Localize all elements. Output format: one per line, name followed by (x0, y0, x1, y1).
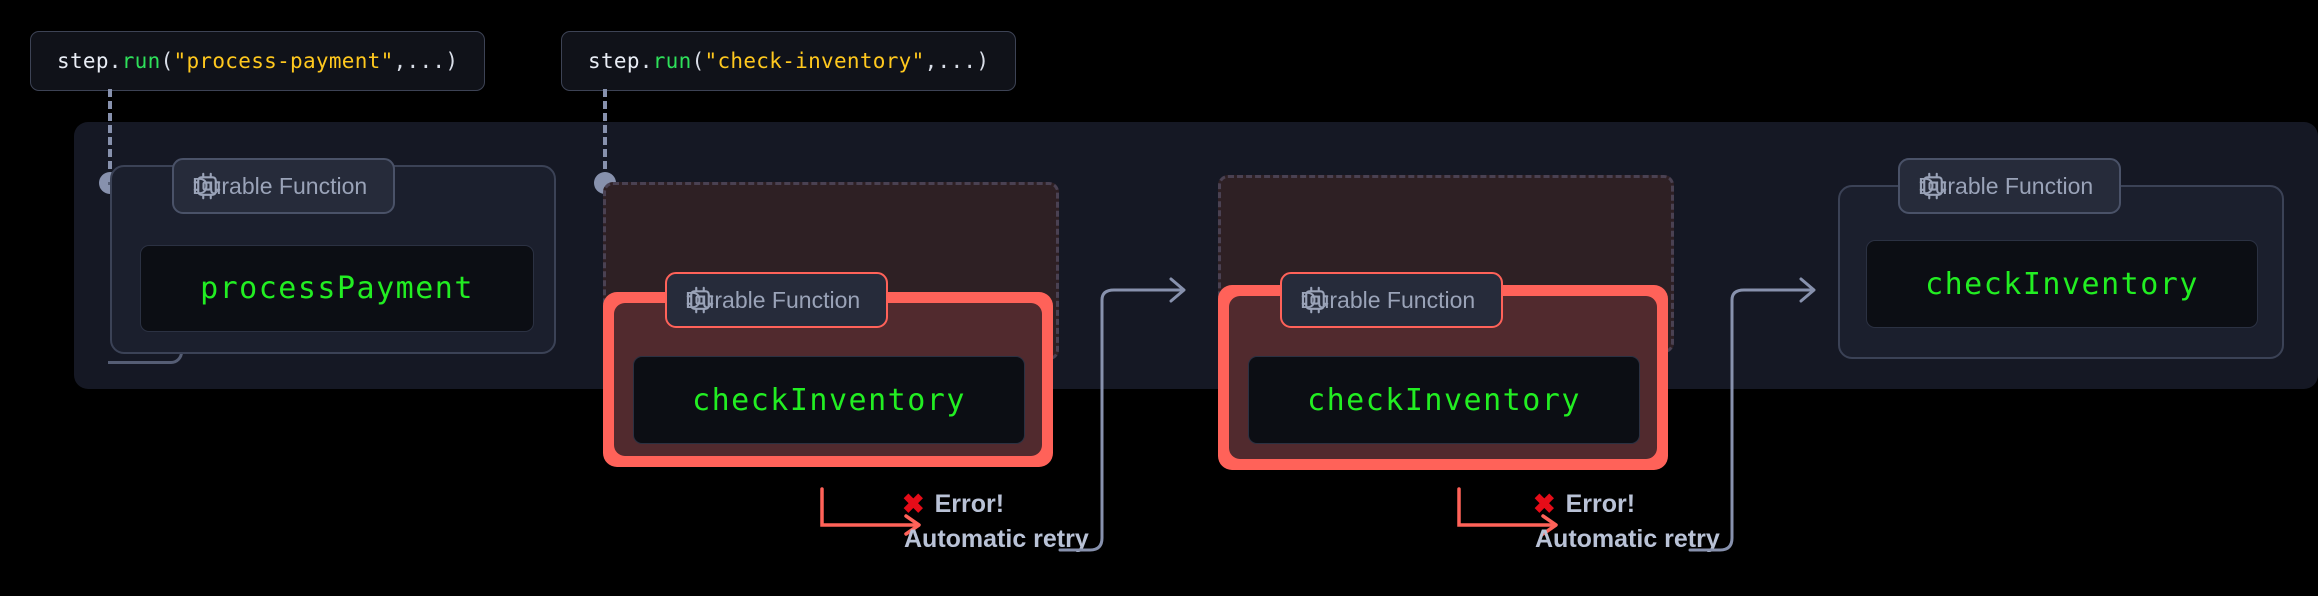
callout-leader-2 (603, 89, 607, 181)
step-3-function-name-box: checkInventory (1248, 356, 1640, 444)
callout-check-inventory: step.run("check-inventory", ...) (561, 31, 1017, 91)
error-x-icon: ✖ (1533, 489, 1556, 519)
step-2-pill-label: Durable Function (685, 286, 861, 313)
step-2-function-name: checkInventory (692, 382, 966, 418)
code-comma: , (924, 49, 938, 73)
step-4-function-name: checkInventory (1925, 266, 2199, 302)
code-close-paren: ) (445, 49, 459, 73)
callout-leader-1 (108, 89, 112, 181)
error-note-2: ✖ Error! Automatic retry (1533, 490, 1720, 554)
error-label: Error! (934, 490, 1005, 518)
code-object: step (57, 49, 109, 73)
step-1-pill: Durable Function (172, 158, 396, 214)
code-open-paren: ( (160, 49, 174, 73)
retry-label: Automatic retry (1535, 525, 1720, 553)
code-comma: , (393, 49, 407, 73)
step-4-function-name-box: checkInventory (1866, 240, 2258, 328)
step-3-pill-label: Durable Function (1300, 286, 1476, 313)
code-argument: "check-inventory" (704, 49, 925, 73)
step-2-pill: Durable Function (665, 272, 889, 328)
code-rest: ... (406, 49, 446, 73)
code-argument: "process-payment" (173, 49, 394, 73)
step-3-pill: Durable Function (1280, 272, 1504, 328)
code-close-paren: ) (976, 49, 990, 73)
error-label: Error! (1565, 490, 1636, 518)
step-4-pill-label: Durable Function (1918, 172, 2094, 199)
code-dot: . (108, 49, 122, 73)
code-dot: . (639, 49, 653, 73)
step-2-function-name-box: checkInventory (633, 356, 1025, 444)
callout-process-payment: step.run("process-payment", ...) (30, 31, 486, 91)
error-note-1: ✖ Error! Automatic retry (902, 490, 1089, 554)
step-4-pill: Durable Function (1898, 158, 2122, 214)
step-1-pill-label: Durable Function (192, 172, 368, 199)
step-1-function-name: processPayment (200, 271, 474, 306)
code-rest: ... (937, 49, 977, 73)
code-open-paren: ( (691, 49, 705, 73)
error-x-icon: ✖ (902, 489, 925, 519)
step-1-function-name-box: processPayment (140, 245, 534, 332)
step-3-function-name: checkInventory (1307, 382, 1581, 418)
code-method: run (652, 49, 692, 73)
retry-label: Automatic retry (904, 525, 1089, 553)
code-object: step (588, 49, 640, 73)
code-method: run (121, 49, 161, 73)
